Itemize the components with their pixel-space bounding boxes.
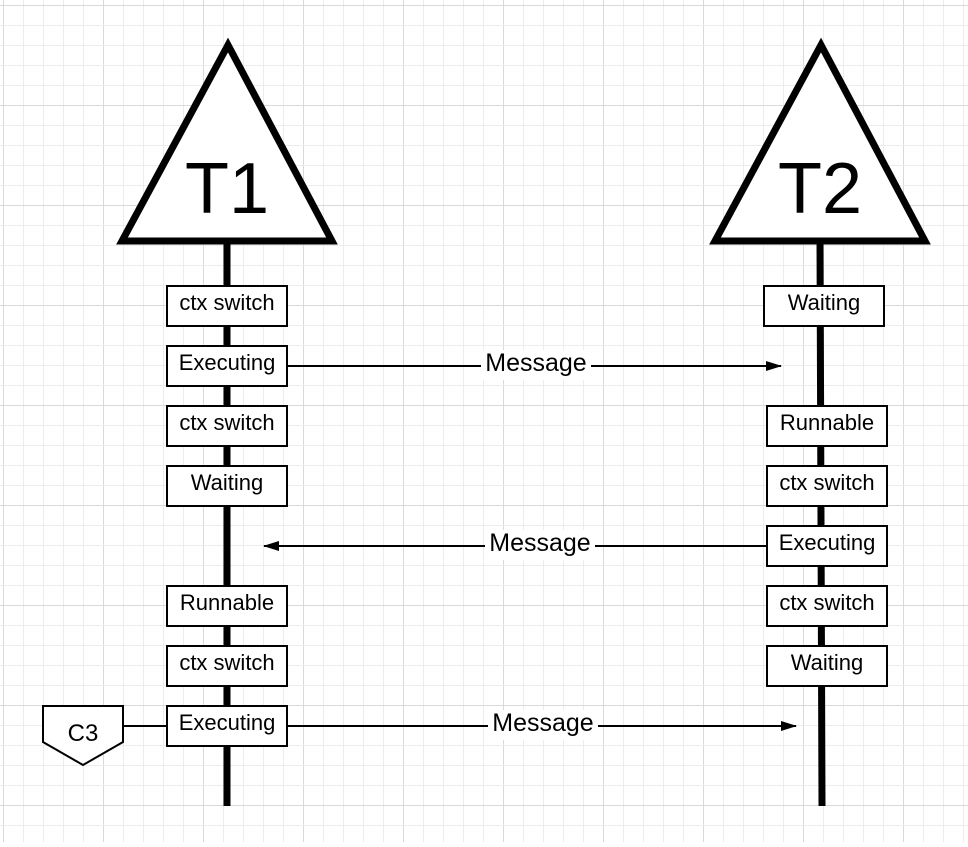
t2-label: T2 — [778, 149, 862, 229]
t2-state-box — [766, 405, 888, 447]
t2-state-box — [766, 525, 888, 567]
t2-state-label: Runnable — [780, 410, 874, 435]
t1-state-box — [166, 705, 288, 747]
t1-state-box — [166, 345, 288, 387]
t2-state-box — [766, 465, 888, 507]
t1-state-box — [166, 465, 288, 507]
c3-label: C3 — [68, 720, 99, 747]
t1-triangle — [116, 37, 338, 245]
t1-label: T1 — [185, 149, 269, 229]
t1-state-label: Executing — [179, 350, 276, 375]
t2-state-label: ctx switch — [779, 590, 874, 615]
t1-state-label: ctx switch — [179, 410, 274, 435]
t1-state-label: Executing — [179, 710, 276, 735]
t1-states: ctx switch Executing ctx switch Waiting … — [166, 285, 288, 747]
t2-triangle — [709, 37, 931, 245]
c3-pentagon — [42, 705, 124, 767]
t2-states: Waiting Runnable ctx switch Executing ct… — [763, 285, 888, 687]
t2-state-box — [763, 285, 885, 327]
t1-state-box — [166, 645, 288, 687]
t1-state-box — [166, 405, 288, 447]
t2-lifeline — [816, 237, 826, 807]
t1-state-box — [166, 585, 288, 627]
t1-header: T1 — [116, 37, 338, 245]
c3-connector: C3 — [42, 705, 167, 767]
t1-state-box — [166, 285, 288, 327]
message-1-label: Message — [485, 349, 586, 377]
t2-state-box — [766, 645, 888, 687]
message-2: Message — [263, 529, 767, 560]
t2-state-label: Waiting — [791, 650, 864, 675]
t2-state-label: Executing — [779, 530, 876, 555]
t2-state-label: ctx switch — [779, 470, 874, 495]
message-3: Message — [287, 709, 797, 740]
t2-header: T2 — [709, 37, 931, 245]
message-2-label: Message — [489, 529, 590, 557]
t2-state-box — [766, 585, 888, 627]
t1-state-label: ctx switch — [179, 650, 274, 675]
t1-state-label: Runnable — [180, 590, 274, 615]
message-1: Message — [287, 349, 782, 380]
message-3-label: Message — [492, 709, 593, 737]
t1-state-label: Waiting — [191, 470, 264, 495]
t2-state-label: Waiting — [788, 290, 861, 315]
t1-state-label: ctx switch — [179, 290, 274, 315]
